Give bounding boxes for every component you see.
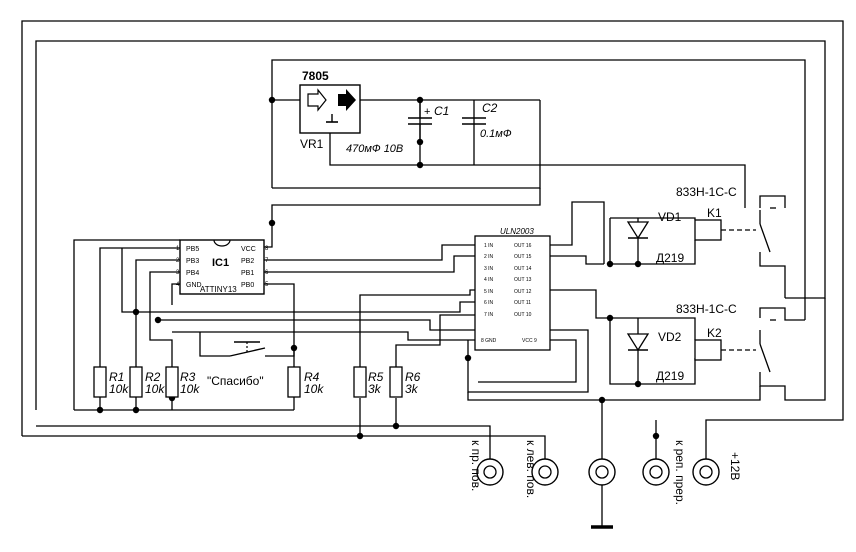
relay-k1: VD1 Д219 K1 833H-1C-C: [626, 185, 776, 265]
r6-value: 3k: [405, 382, 419, 396]
c2-value: 0.1мФ: [480, 128, 512, 140]
mcu-pin-6: 6: [265, 270, 269, 276]
r4-value: 10k: [304, 382, 324, 396]
push-button: "Спасибо": [207, 341, 266, 388]
capacitor-c2: C2 0.1мФ: [462, 101, 512, 140]
resistor-r6: R6 3k: [389, 366, 421, 398]
driver-out-11: OUT 11: [514, 300, 531, 306]
driver-vcc: VCC 9: [522, 338, 537, 344]
mcu-name: ATTINY13: [200, 285, 237, 294]
r5-value: 3k: [368, 382, 382, 396]
capacitor-c1: + C1 470мФ 10В: [346, 100, 449, 155]
mcu-pin-pb4: PB4: [186, 270, 199, 277]
mcu-pin-pb3: PB3: [186, 258, 199, 265]
r1-value: 10k: [109, 382, 129, 396]
r4-ref: R4: [304, 370, 320, 384]
c1-ref: C1: [434, 104, 449, 118]
driver-gnd: 8 GND: [481, 338, 497, 344]
connector-right-turn: к пр. пов.: [469, 440, 504, 491]
mcu-pin-8: 8: [265, 246, 269, 252]
mcu-pin-5: 5: [265, 282, 269, 288]
driver-in-4: 4 IN: [484, 277, 494, 283]
resistor-r3: R3 10k: [165, 366, 200, 398]
vd2-ref: VD2: [658, 330, 682, 344]
driver-outputs: OUT 16 OUT 15 OUT 14 OUT 13 OUT 12 OUT 1…: [514, 243, 532, 318]
connector-plus-12v: +12В: [692, 452, 742, 486]
mcu-pin-gnd: GND: [186, 282, 202, 289]
c1-value: 470мФ 10В: [346, 143, 403, 155]
resistor-r5: R5 3k: [353, 366, 384, 398]
mcu-pin-7: 7: [265, 258, 269, 264]
driver-out-16: OUT 16: [514, 243, 532, 249]
driver-uln2003: ULN2003 1 IN 2 IN 3 IN 4 IN 5 IN 6 IN 7 …: [474, 227, 551, 351]
connector-label-right-turn: к пр. пов.: [469, 440, 483, 491]
driver-in-7: 7 IN: [484, 312, 494, 318]
mcu-attiny13: IC1 ATTINY13 PB5 PB3 PB4 GND 1 2 3 4 VCC…: [176, 239, 269, 295]
resistor-r1: R1 10k: [93, 366, 129, 398]
mcu-pin-pb1: PB1: [241, 270, 254, 277]
resistor-r2: R2 10k: [129, 366, 165, 398]
resistor-r4: R4 10k: [287, 366, 324, 398]
regulator-part: 7805: [302, 69, 329, 83]
connector-label-left-turn: к лев. пов.: [524, 440, 538, 498]
vd1-part: Д219: [656, 251, 684, 265]
r3-value: 10k: [180, 382, 200, 396]
connector-label-plus-12v: +12В: [728, 452, 742, 480]
connector-label-relay-interrupter: к реп. прер.: [673, 440, 687, 505]
driver-in-5: 5 IN: [484, 289, 494, 295]
driver-in-2: 2 IN: [484, 254, 494, 260]
voltage-regulator: 7805 VR1: [299, 69, 361, 151]
vd1-ref: VD1: [658, 210, 682, 224]
k1-ref: K1: [707, 206, 722, 220]
relay-k2: VD2 Д219 K2 833H-1C-C: [626, 302, 776, 383]
connector-relay-interrupter: к реп. прер.: [642, 440, 687, 505]
connector-ground: [588, 458, 616, 529]
regulator-ref: VR1: [300, 137, 324, 151]
driver-inputs: 1 IN 2 IN 3 IN 4 IN 5 IN 6 IN 7 IN: [484, 243, 494, 318]
driver-in-6: 6 IN: [484, 300, 494, 306]
mcu-pin-vcc: VCC: [241, 246, 256, 253]
k2-part: 833H-1C-C: [676, 302, 737, 316]
driver-out-13: OUT 13: [514, 277, 532, 283]
mcu-pin-1: 1: [176, 246, 180, 252]
k1-part: 833H-1C-C: [676, 185, 737, 199]
mcu-pin-4: 4: [176, 282, 180, 288]
connector-left-turn: к лев. пов.: [524, 440, 559, 498]
r6-ref: R6: [405, 370, 421, 384]
driver-in-1: 1 IN: [484, 243, 494, 249]
mcu-ref: IC1: [212, 257, 229, 269]
mcu-pin-3: 3: [176, 270, 180, 276]
k2-ref: K2: [707, 326, 722, 340]
button-label: "Спасибо": [207, 374, 264, 388]
junction-dots: [96, 96, 660, 440]
driver-out-10: OUT 10: [514, 312, 532, 318]
mcu-pin-pb5: PB5: [186, 246, 199, 253]
r3-ref: R3: [180, 370, 196, 384]
driver-out-12: OUT 12: [514, 289, 532, 295]
c1-plus: +: [424, 106, 430, 118]
mcu-pin-2: 2: [176, 258, 180, 264]
r2-ref: R2: [145, 370, 161, 384]
driver-out-14: OUT 14: [514, 266, 532, 272]
vd2-part: Д219: [656, 369, 684, 383]
c2-ref: C2: [482, 101, 498, 115]
r5-ref: R5: [368, 370, 384, 384]
driver-name: ULN2003: [500, 227, 534, 236]
r1-ref: R1: [109, 370, 124, 384]
mcu-pin-pb0: PB0: [241, 282, 254, 289]
driver-out-15: OUT 15: [514, 254, 532, 260]
mcu-pin-pb2: PB2: [241, 258, 254, 265]
driver-in-3: 3 IN: [484, 266, 494, 272]
r2-value: 10k: [145, 382, 165, 396]
